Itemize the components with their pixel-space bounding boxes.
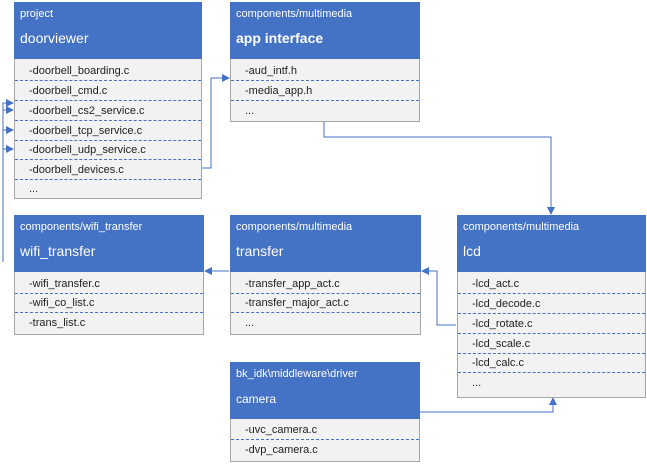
transfer-box: components/multimedia transfer -transfer… [230,215,421,335]
package-label: components/wifi_transfer [20,221,143,233]
list-item: ... [29,183,39,195]
package-label: bk_idk\middleware\driver [236,368,358,380]
doorviewer-box: project doorviewer -doorbell_boarding.c … [14,2,202,199]
file-list: -transfer_app_act.c -transfer_major_act.… [230,272,421,335]
box-header: bk_idk\middleware\driver camera [230,362,420,419]
box-header: components/wifi_transfer wifi_transfer [14,215,204,272]
list-item: -doorbell_devices.c [15,160,201,180]
list-item: ... [245,105,255,117]
list-item: -wifi_transfer.c [15,274,203,294]
list-item: -aud_intf.h [231,61,419,81]
list-item: -doorbell_boarding.c [15,61,201,81]
list-item: -lcd_scale.c [458,334,645,354]
list-item: -transfer_major_act.c [231,293,420,313]
connector-camera-to-lcd [420,397,557,413]
list-item: -uvc_camera.c [231,420,419,440]
box-title: wifi_transfer [20,243,96,259]
box-title: lcd [463,243,481,259]
list-item: -transfer_app_act.c [231,274,420,294]
list-item: -lcd_decode.c [458,294,645,314]
list-item: -lcd_calc.c [458,353,645,373]
app-interface-box: components/multimedia app interface -aud… [230,2,420,122]
package-label: components/multimedia [236,8,353,20]
connector-lcd-to-transfer [421,267,456,326]
wifi-transfer-box: components/wifi_transfer wifi_transfer -… [14,215,204,335]
lcd-box: components/multimedia lcd -lcd_act.c -lc… [457,215,646,398]
connector-doorviewer-to-app-interface [202,74,230,169]
package-label: components/multimedia [236,221,353,233]
file-list: -wifi_transfer.c -wifi_co_list.c -trans_… [14,272,204,335]
connector-app-interface-to-lcd [323,122,555,215]
camera-box: bk_idk\middleware\driver camera -uvc_cam… [230,362,420,462]
list-item: -doorbell_tcp_service.c [15,121,201,141]
connector-wifi-transfer-to-doorviewer [2,99,14,262]
file-list: -uvc_camera.c -dvp_camera.c [230,419,420,462]
list-item: -trans_list.c [29,317,86,329]
list-item: -doorbell_cs2_service.c [15,101,201,121]
file-list: -aud_intf.h -media_app.h ... [230,59,420,122]
box-header: components/multimedia transfer [230,215,421,272]
list-item: -doorbell_udp_service.c [15,140,201,160]
box-header: components/multimedia app interface [230,2,420,59]
list-item: -wifi_co_list.c [15,293,203,313]
box-header: project doorviewer [14,2,202,59]
package-label: project [20,8,54,20]
list-item: -dvp_camera.c [245,444,318,456]
box-title: doorviewer [20,30,89,46]
package-label: components/multimedia [463,221,580,233]
box-header: components/multimedia lcd [457,215,646,272]
list-item: -lcd_act.c [458,274,645,294]
list-item: -lcd_rotate.c [458,314,645,334]
list-item: -doorbell_cmd.c [15,81,201,101]
file-list: -lcd_act.c -lcd_decode.c -lcd_rotate.c -… [457,272,646,398]
box-title: camera [236,392,277,406]
list-item: -media_app.h [231,81,419,101]
box-title: transfer [236,243,284,259]
list-item: ... [245,317,255,329]
file-list: -doorbell_boarding.c -doorbell_cmd.c -do… [14,59,202,199]
list-item: ... [472,377,482,389]
box-title: app interface [236,30,324,46]
